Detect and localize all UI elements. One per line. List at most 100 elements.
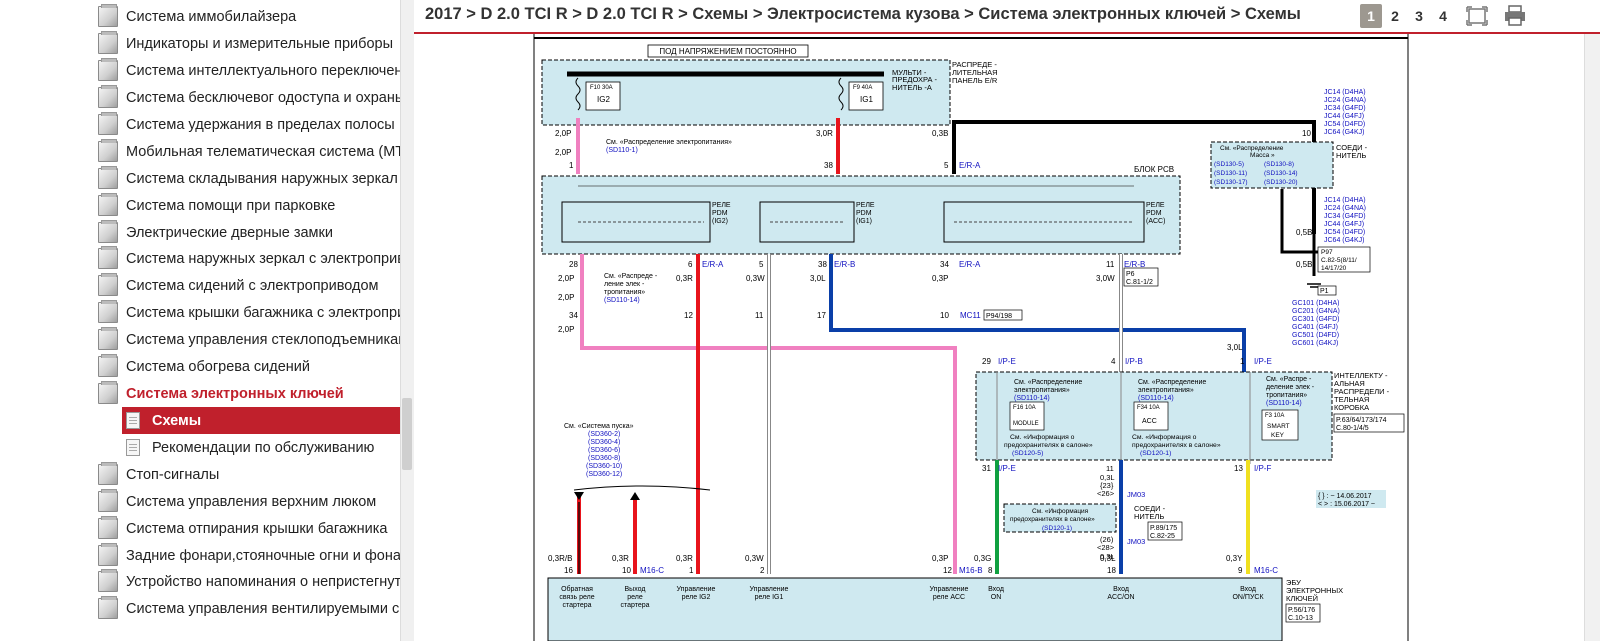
page-button-2[interactable]: 2 — [1391, 8, 1399, 24]
connector-label: E/R-A — [702, 260, 724, 269]
sidebar-scrollbar[interactable] — [400, 0, 415, 641]
document-icon — [98, 300, 118, 323]
connector-ref[interactable]: JC44 (G4FJ) — [1324, 113, 1364, 120]
relay-label: (IG1) — [856, 218, 872, 225]
date-note: { } : ~ 14.06.2017 — [1318, 493, 1372, 500]
fuse-label: F3 10A — [1265, 413, 1284, 419]
page-button-3[interactable]: 3 — [1415, 8, 1423, 24]
reference-note: См. «Информация о — [1132, 434, 1197, 441]
reference-link[interactable]: (SD360-2) — [588, 431, 620, 438]
location-ref: P.63/64/173/174 — [1336, 417, 1387, 424]
reference-note: См. «Система пуска» — [564, 423, 634, 430]
sidebar-item[interactable]: Система управления стеклоподъемниками — [98, 326, 400, 353]
connector-ref[interactable]: JC54 (D4FD) — [1324, 121, 1365, 128]
connector-ref[interactable]: JC24 (G4NA) — [1324, 205, 1366, 212]
sidebar-item[interactable]: Система сидений с электроприводом — [98, 272, 400, 299]
sidebar-item[interactable]: Задние фонари,стояночные огни и фонари — [98, 542, 400, 569]
sidebar-item[interactable]: Индикаторы и измерительные приборы — [98, 30, 400, 57]
reference-link[interactable]: (SD130-20) — [1264, 179, 1298, 186]
pin-label: 1 — [689, 566, 694, 575]
reference-link[interactable]: (SD110-14) — [1138, 395, 1174, 402]
sidebar-subitem[interactable]: Рекомендации по обслуживанию — [122, 434, 400, 461]
reference-link[interactable]: (SD110-14) — [604, 297, 640, 304]
sidebar-item[interactable]: Система обогрева сидений — [98, 353, 400, 380]
connector-ref[interactable]: JC64 (G4KJ) — [1324, 129, 1364, 136]
sidebar-item-active[interactable]: Система электронных ключей — [98, 380, 400, 407]
location-ref: 14/17/20 — [1321, 265, 1347, 272]
connector-ref[interactable]: JC34 (G4FD) — [1324, 213, 1366, 220]
document-icon — [98, 246, 118, 269]
reference-link[interactable]: (SD110-14) — [1014, 395, 1050, 402]
connector-ref[interactable]: JC34 (G4FD) — [1324, 105, 1366, 112]
sidebar-item[interactable]: Система крышки багажника с электропривод… — [98, 299, 400, 326]
page-button-4[interactable]: 4 — [1439, 8, 1447, 24]
content-scrollbar[interactable] — [1584, 34, 1600, 641]
connector-label: JM03 — [1127, 490, 1145, 499]
reference-link[interactable]: (SD110-14) — [1266, 400, 1302, 407]
fuse-id: IG1 — [860, 95, 873, 104]
fit-page-icon[interactable] — [1464, 4, 1490, 28]
sidebar-item[interactable]: Система управления верхним люком — [98, 488, 400, 515]
sidebar-item[interactable]: Система помощи при парковке — [98, 192, 400, 219]
document-icon — [98, 273, 118, 296]
connector-ref[interactable]: GC401 (G4FJ) — [1292, 324, 1338, 331]
sidebar-item[interactable]: Стоп-сигналы — [98, 461, 400, 488]
connector-ref[interactable]: GC601 (G4KJ) — [1292, 340, 1338, 347]
reference-note: предохранителях в салоне» — [1010, 516, 1095, 523]
connector-ref[interactable]: JC64 (G4KJ) — [1324, 237, 1364, 244]
reference-link[interactable]: (SD360-6) — [588, 447, 620, 454]
sidebar-item[interactable]: Система отпирания крышки багажника — [98, 515, 400, 542]
connector-label: E/R-A — [959, 260, 981, 269]
reference-link[interactable]: (SD360-12) — [586, 471, 622, 478]
connector-ref[interactable]: GC201 (G4NA) — [1292, 308, 1340, 315]
sidebar-item[interactable]: Система иммобилайзера — [98, 3, 400, 30]
reference-link[interactable]: (SD130-11) — [1214, 170, 1247, 177]
reference-link[interactable]: (SD130-5) — [1214, 161, 1244, 168]
reference-link[interactable]: (SD360-4) — [588, 439, 620, 446]
sidebar-subitem-selected[interactable]: Схемы — [122, 407, 400, 434]
connector-ref[interactable]: GC301 (G4FD) — [1292, 316, 1339, 323]
sidebar-item-label: Система отпирания крышки багажника — [126, 520, 388, 537]
sidebar-item[interactable]: Устройство напоминания о непристегнутом — [98, 568, 400, 595]
reference-link[interactable]: (SD110-1) — [606, 147, 638, 154]
reference-link[interactable]: (SD130-8) — [1264, 161, 1294, 168]
reference-note: См. «Распределение — [1014, 379, 1082, 386]
connector-ref[interactable]: JC44 (G4FJ) — [1324, 221, 1364, 228]
reference-link[interactable]: (SD360-8) — [588, 455, 620, 462]
sidebar-scrollbar-thumb[interactable] — [402, 398, 412, 470]
sidebar-item-label: Система крышки багажника с электропривод… — [126, 304, 400, 321]
sidebar-item[interactable]: Система складывания наружных зеркал — [98, 165, 400, 192]
connector-ref[interactable]: GC501 (D4FD) — [1292, 332, 1339, 339]
connector-ref[interactable]: GC101 (D4HA) — [1292, 300, 1339, 307]
sidebar-item[interactable]: Мобильная телематическая система (MTS) — [98, 138, 400, 165]
print-icon[interactable] — [1502, 4, 1528, 28]
ecu-pin-label: Обратная — [561, 585, 593, 593]
page-button-1[interactable]: 1 — [1360, 4, 1382, 28]
sidebar-item[interactable]: Система удержания в пределах полосы — [98, 111, 400, 138]
connector-ref[interactable]: JC14 (D4HA) — [1324, 197, 1366, 204]
pin-label: 31 — [982, 464, 991, 473]
sidebar-item[interactable]: Система управления вентилируемыми сид — [98, 595, 400, 622]
reference-link[interactable]: (SD130-17) — [1214, 179, 1248, 186]
icb-label: АЛЬНАЯ — [1334, 379, 1365, 388]
connector-ref[interactable]: JC14 (D4HA) — [1324, 89, 1366, 96]
reference-link[interactable]: (SD120-1) — [1042, 525, 1072, 532]
connector-ref[interactable]: JC24 (G4NA) — [1324, 97, 1366, 104]
sidebar-item[interactable]: Система наружных зеркал с электроприводо… — [98, 245, 400, 272]
sidebar-item[interactable]: Система бесключевог одоступа и охраны — [98, 84, 400, 111]
reference-note: электропитания» — [1138, 387, 1194, 394]
reference-note: См. «Распре - — [1266, 376, 1312, 383]
reference-link[interactable]: (SD120-5) — [1012, 450, 1043, 457]
reference-link[interactable]: (SD120-1) — [1140, 450, 1171, 457]
schematic-viewer: ПОД НАПРЯЖЕНИЕМ ПОСТОЯННО F10 30A IG2 F9… — [414, 34, 1584, 641]
ecu-pin-label: ACC/ON — [1107, 594, 1134, 601]
icb-label: ИНТЕЛЛЕКТУ - — [1334, 371, 1388, 380]
reference-link[interactable]: (SD360-10) — [586, 463, 622, 470]
document-icon — [98, 327, 118, 350]
sidebar-item[interactable]: Система интеллектуального переключения — [98, 57, 400, 84]
reference-link[interactable]: (SD130-14) — [1264, 170, 1298, 177]
sidebar-subitem-label: Рекомендации по обслуживанию — [152, 439, 375, 456]
sidebar-item[interactable]: Электрические дверные замки — [98, 219, 400, 246]
pin-label: 38 — [824, 161, 833, 170]
connector-ref[interactable]: JC54 (D4FD) — [1324, 229, 1365, 236]
